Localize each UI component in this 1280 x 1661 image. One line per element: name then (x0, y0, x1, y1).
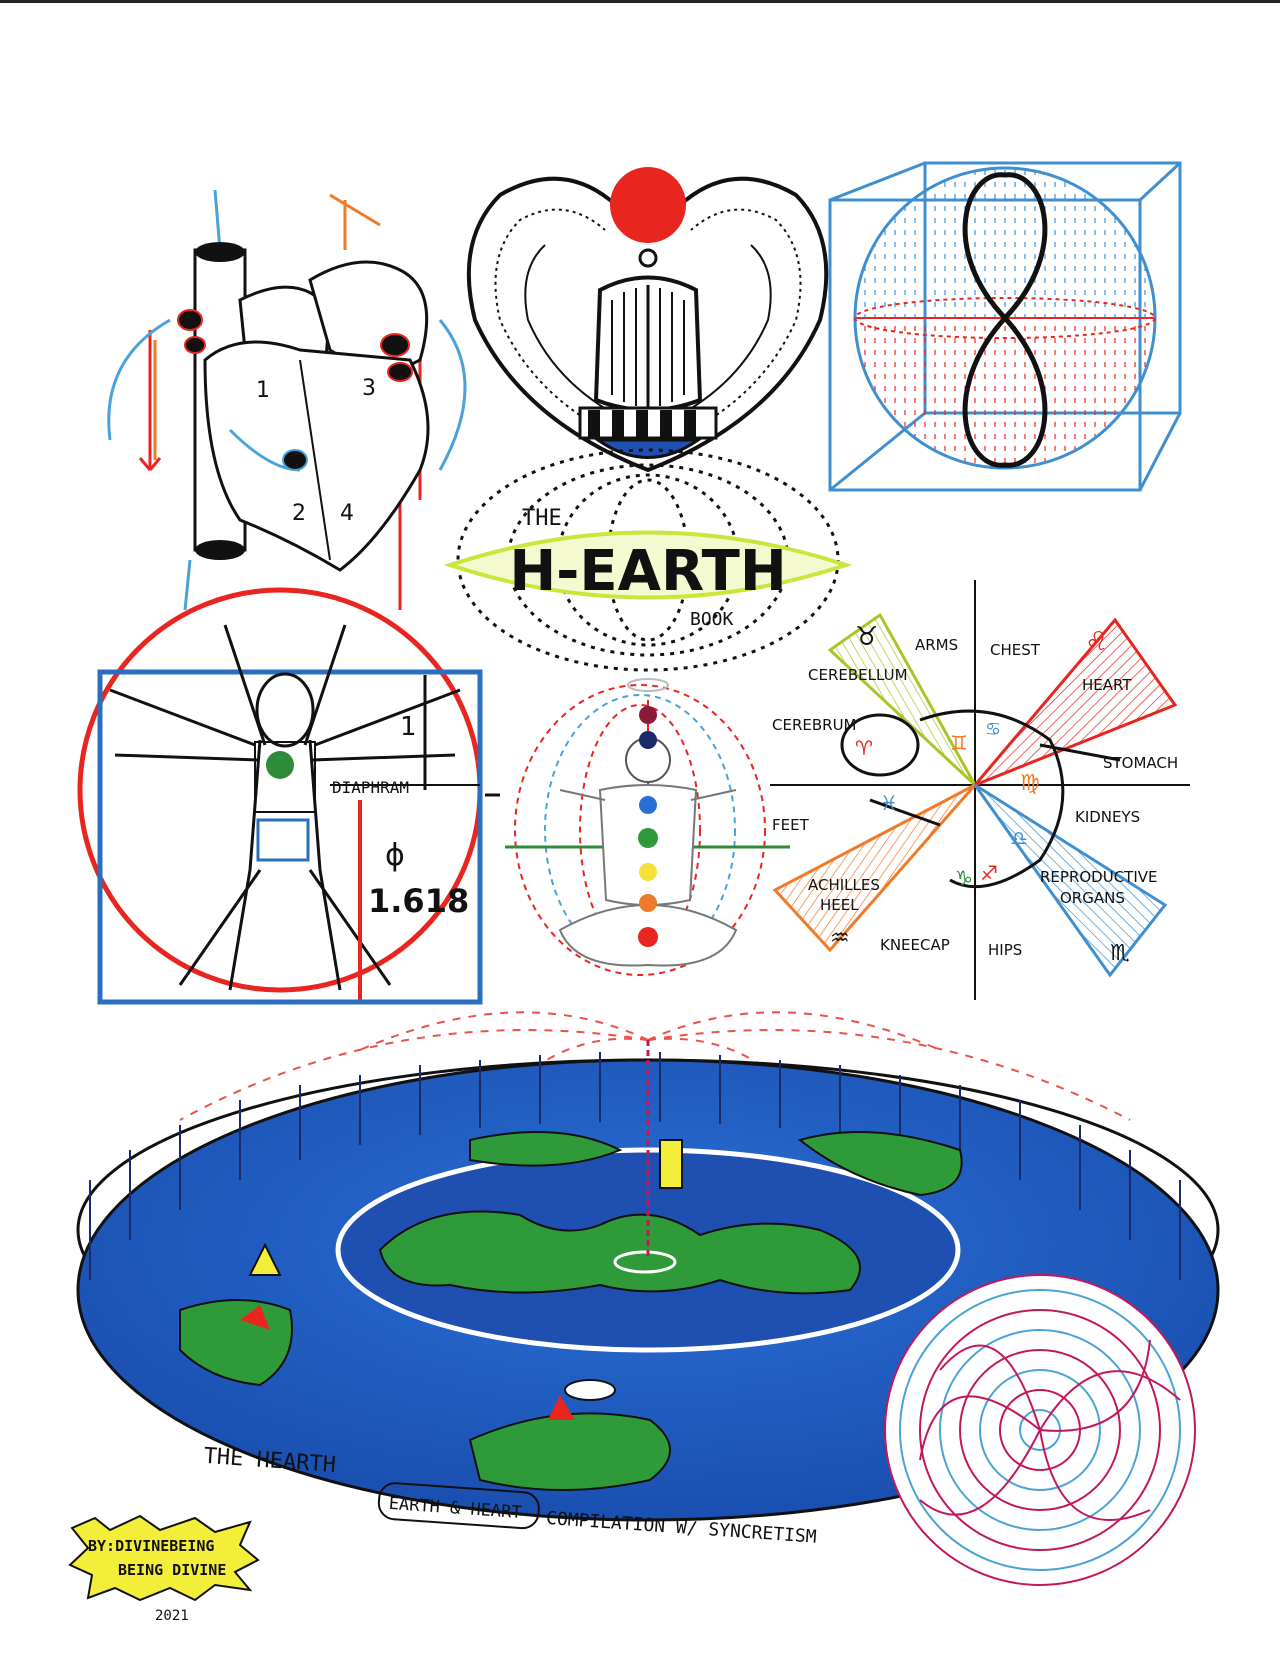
sign-taurus: ♉ (855, 622, 878, 652)
label-cerebrum: CEREBRUM (772, 716, 857, 734)
sign-leo: ♌ (1085, 627, 1108, 657)
sign-gemini: ♊ (950, 731, 968, 755)
label-heel: HEEL (820, 896, 859, 914)
label-organs: ORGANS (1060, 889, 1125, 907)
scarab-beetle-drawing (466, 167, 829, 473)
heart-chamber-4: 4 (340, 501, 354, 526)
signature-badge: BY:DIVINEBEING BEING DIVINE 2021 (68, 1514, 260, 1624)
label-heart: HEART (1082, 676, 1132, 694)
label-feet: FEET (772, 816, 810, 834)
zodiac-body-wheel: ♉ ♌ ♊ ♋ ♍ ♎ ♈ ♓ ♐ ♑ ♒ ♏ ARMS CHEST HEART… (770, 580, 1190, 1000)
heart-chamber-2: 2 (292, 501, 306, 526)
label-kneecap: KNEECAP (880, 936, 950, 954)
label-reproductive: REPRODUCTIVE (1040, 868, 1158, 886)
vitruvian-one-label: 1 (400, 712, 417, 742)
sign-sagittarius: ♐ (980, 861, 998, 885)
vitruvian-man-drawing: 1 DIAPHRAM ϕ 1.618 (77, 587, 500, 1005)
signature-year: 2021 (155, 1608, 189, 1624)
label-kidneys: KIDNEYS (1075, 808, 1140, 826)
sign-aquarius: ♒ (830, 926, 850, 951)
title-book: BOOK (690, 609, 734, 630)
diaphram-label: DIAPHRAM (332, 778, 409, 797)
heart-chamber-1: 1 (256, 378, 270, 403)
title-torus: THE H-EARTH BOOK (443, 448, 853, 672)
phi-value: 1.618 (368, 882, 469, 920)
label-cerebellum: CEREBELLUM (808, 666, 908, 684)
label-chest: CHEST (990, 641, 1041, 659)
label-hips: HIPS (988, 941, 1022, 959)
signature-line1: BY:DIVINEBEING (88, 1537, 214, 1555)
label-achilles: ACHILLES (808, 876, 880, 894)
sign-scorpio: ♏ (1110, 941, 1130, 966)
label-arms: ARMS (915, 636, 958, 654)
sphere-in-cube-drawing (828, 161, 1182, 492)
label-stomach: STOMACH (1103, 754, 1178, 772)
sign-virgo: ♍ (1020, 771, 1040, 796)
heart-chamber-3: 3 (362, 376, 376, 401)
phi-symbol: ϕ (385, 838, 405, 873)
title-the: THE (522, 506, 562, 531)
anatomical-heart-drawing: 1 2 3 4 (107, 189, 467, 611)
sign-aries: ♈ (855, 736, 873, 760)
spiral-sphere-drawing (884, 1274, 1196, 1586)
top-border (0, 0, 1280, 3)
signature-line2: BEING DIVINE (118, 1561, 226, 1579)
sign-pisces: ♓ (880, 791, 898, 815)
sign-cancer: ♋ (985, 719, 1001, 740)
sign-capricorn: ♑ (955, 866, 973, 890)
meditating-figure-drawing (505, 678, 790, 976)
sign-libra: ♎ (1010, 826, 1028, 850)
chakra-column (638, 706, 658, 947)
title-main: H-EARTH (509, 539, 786, 604)
